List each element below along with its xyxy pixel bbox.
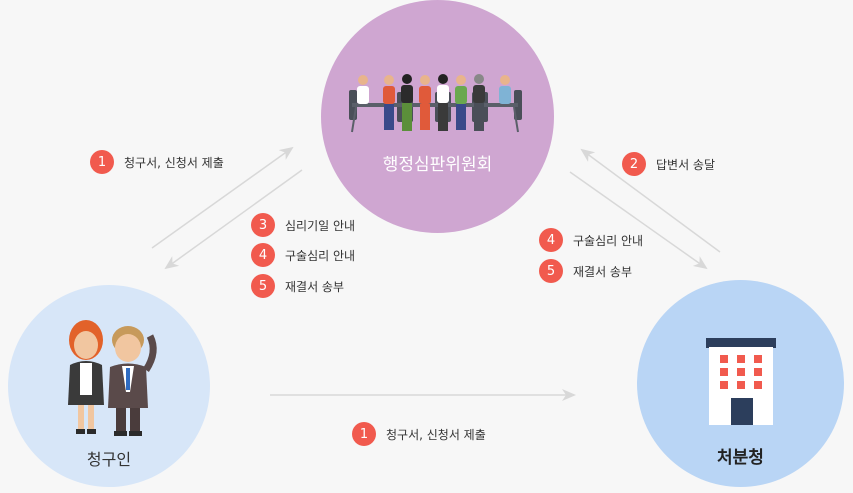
step-number-badge: 4 xyxy=(251,243,275,267)
step-text: 구술심리 안내 xyxy=(285,248,356,263)
step-submit-to-committee: 1 청구서, 신청서 제출 xyxy=(90,150,224,174)
step-text: 재결서 송부 xyxy=(573,264,633,279)
step-number-badge: 5 xyxy=(251,274,275,298)
step-number-badge: 3 xyxy=(251,213,275,237)
claimant-circle xyxy=(8,285,210,487)
step-text: 답변서 송달 xyxy=(656,157,716,172)
step-submit-to-agency: 1 청구서, 신청서 제출 xyxy=(352,422,486,446)
step-number-badge: 5 xyxy=(539,259,563,283)
step-text: 청구서, 신청서 제출 xyxy=(386,427,486,442)
step-decision-sent-claimant: 5 재결서 송부 xyxy=(251,274,344,298)
step-number-badge: 1 xyxy=(352,422,376,446)
arrow-committee-to-claimant xyxy=(164,169,303,270)
step-oral-hearing-notice-agency: 4 구술심리 안내 xyxy=(539,228,643,252)
step-number-badge: 4 xyxy=(539,228,563,252)
step-number-badge: 2 xyxy=(622,152,646,176)
step-text: 구술심리 안내 xyxy=(573,233,644,248)
step-number-badge: 1 xyxy=(90,150,114,174)
claimant-label: 청구인 xyxy=(86,450,132,469)
step-text: 심리기일 안내 xyxy=(285,218,356,233)
arrow-committee-to-agency xyxy=(569,171,708,270)
committee-label: 행정심판위원회 xyxy=(382,155,493,175)
agency-label: 처분청 xyxy=(717,448,764,468)
arrow-agency-to-committee xyxy=(580,148,721,253)
step-decision-sent-agency: 5 재결서 송부 xyxy=(539,259,632,283)
step-answer-delivery: 2 답변서 송달 xyxy=(622,152,715,176)
arrow-claimant-to-committee xyxy=(151,146,294,249)
step-hearing-date-notice: 3 심리기일 안내 xyxy=(251,213,355,237)
step-text: 청구서, 신청서 제출 xyxy=(124,155,224,170)
step-oral-hearing-notice-claimant: 4 구술심리 안내 xyxy=(251,243,355,267)
step-text: 재결서 송부 xyxy=(285,279,345,294)
